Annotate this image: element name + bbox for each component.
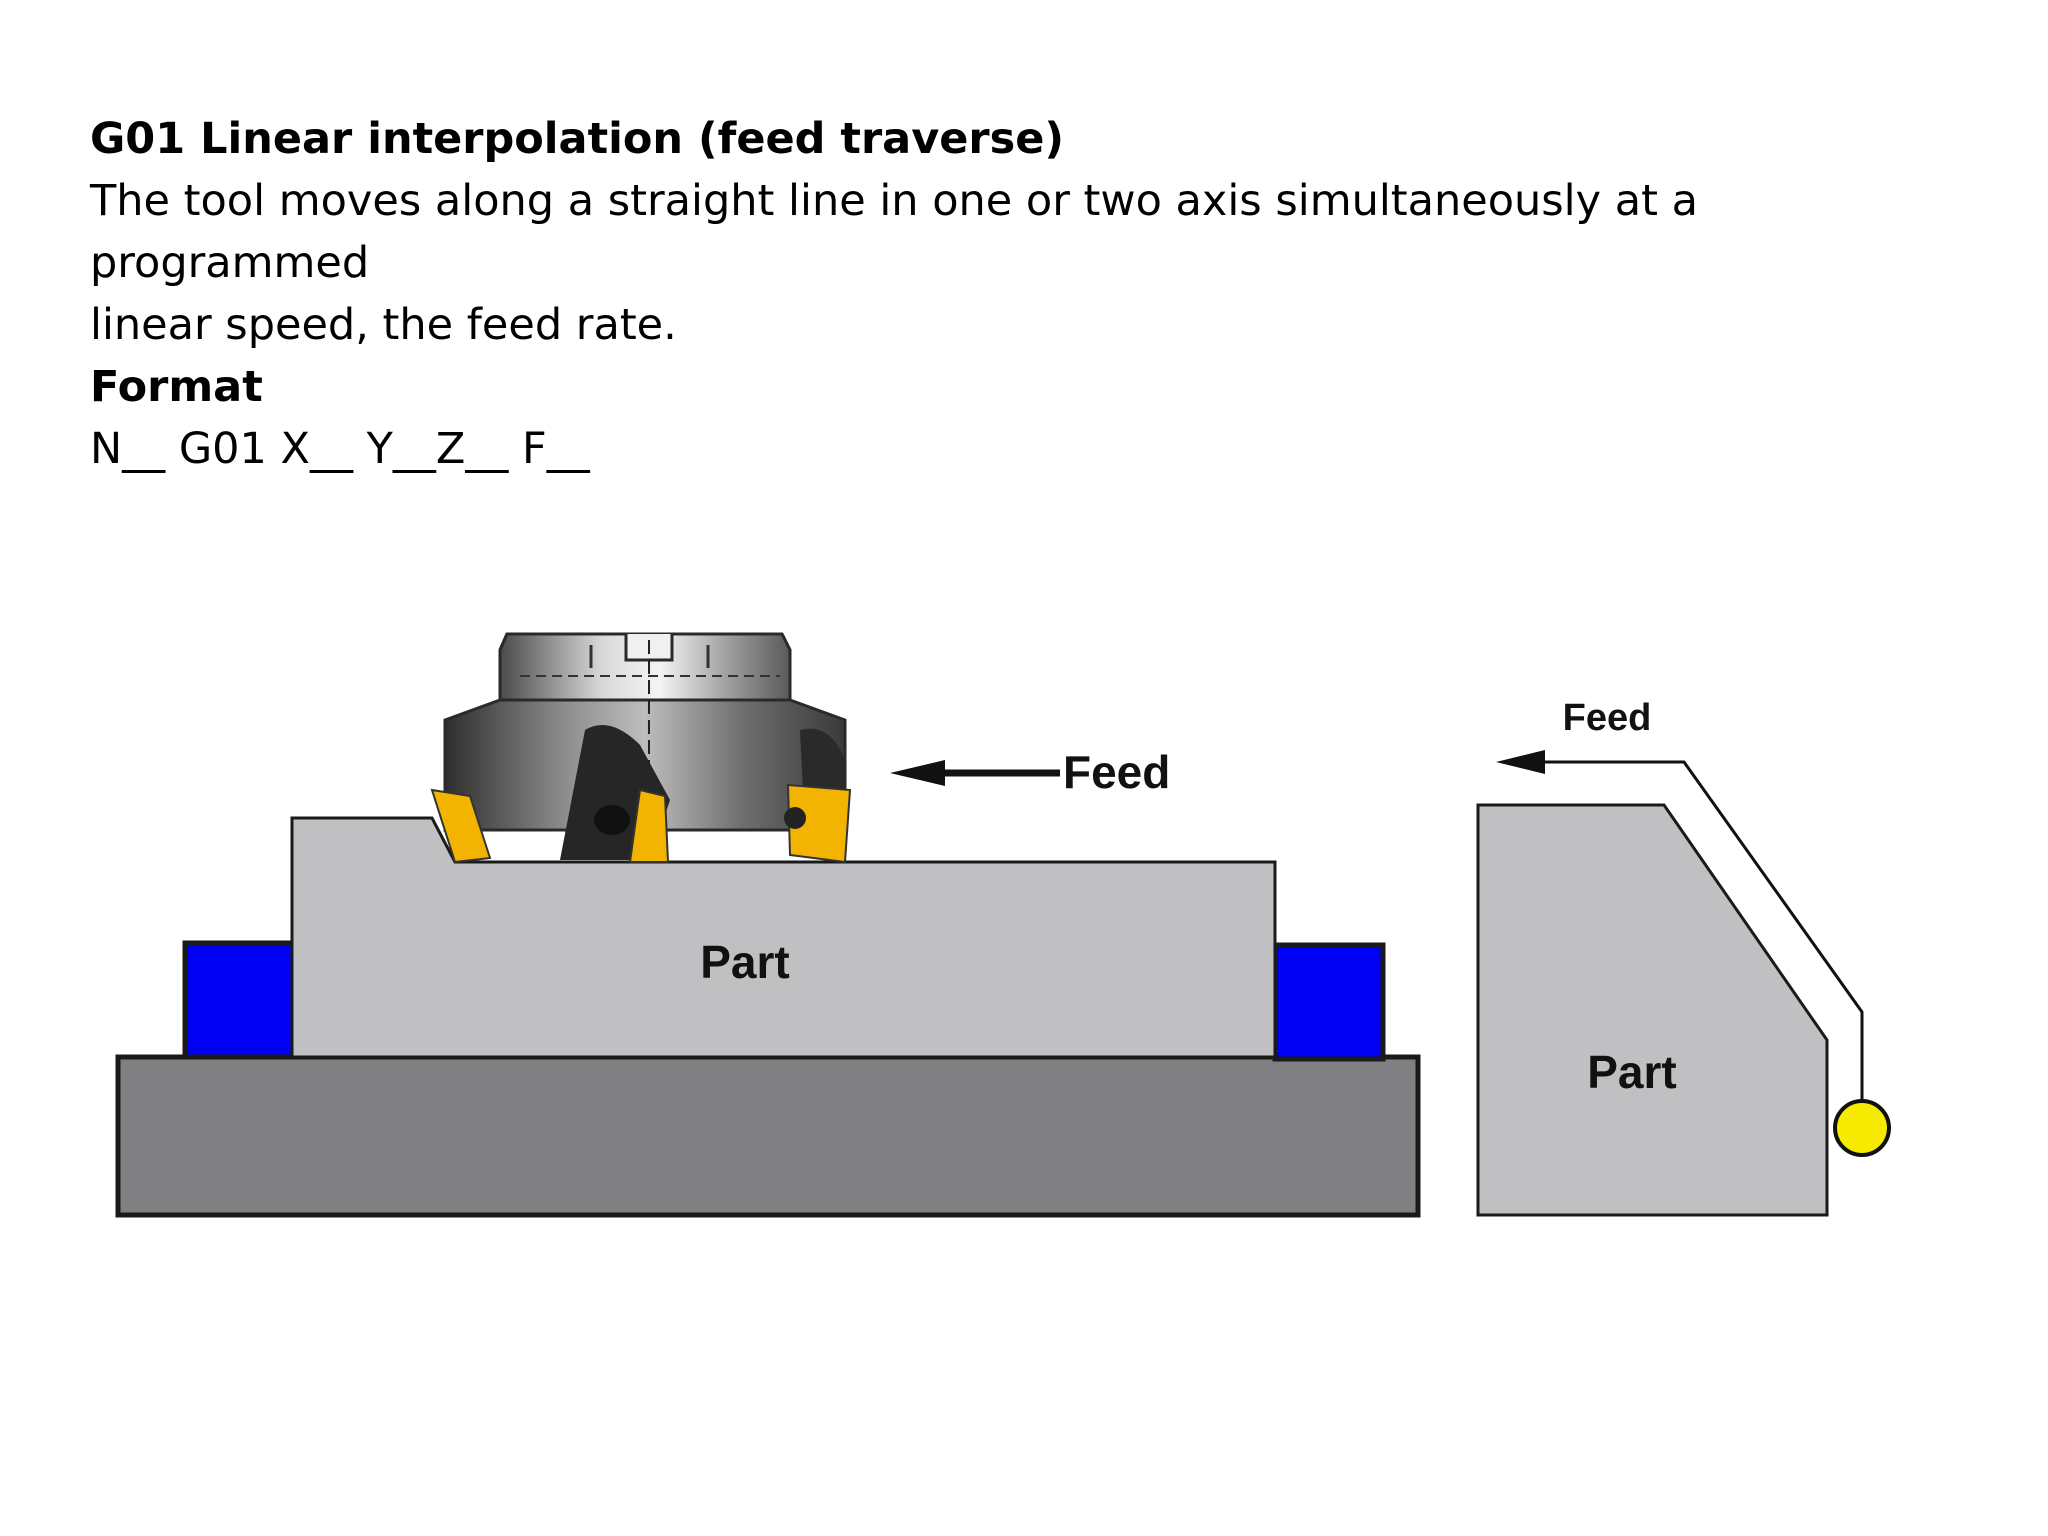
description-line-1: The tool moves along a straight line in … xyxy=(90,176,1698,288)
insert-right xyxy=(786,783,852,864)
face-mill-cutter xyxy=(430,632,852,864)
left-setup: Part Feed xyxy=(115,632,1421,1218)
part-label-right: Part xyxy=(1587,1046,1676,1098)
format-label: Format xyxy=(90,362,263,412)
tool-path-arrowhead xyxy=(1496,750,1545,774)
text-block: G01 Linear interpolation (feed traverse)… xyxy=(90,108,1990,480)
machine-table xyxy=(115,1054,1421,1218)
part-label-left: Part xyxy=(700,936,789,988)
slide-heading: G01 Linear interpolation (feed traverse) xyxy=(90,114,1065,164)
description-line-2: linear speed, the feed rate. xyxy=(90,300,677,350)
feed-label-left: Feed xyxy=(1063,746,1170,798)
feed-label-right: Feed xyxy=(1563,697,1652,739)
format-code: N__ G01 X__ Y__Z__ F__ xyxy=(90,424,590,474)
workpiece-part xyxy=(290,816,1277,1059)
insert-center xyxy=(628,788,670,863)
insert-left xyxy=(430,788,492,864)
tool-path xyxy=(1540,760,1864,1128)
right-setup: Part Feed xyxy=(1476,697,1891,1217)
clamp-left xyxy=(182,940,296,1060)
feed-arrow-left xyxy=(890,760,1060,786)
profile-part xyxy=(1476,803,1829,1217)
clamp-right xyxy=(1272,942,1386,1062)
probe-tool xyxy=(1833,1099,1891,1157)
